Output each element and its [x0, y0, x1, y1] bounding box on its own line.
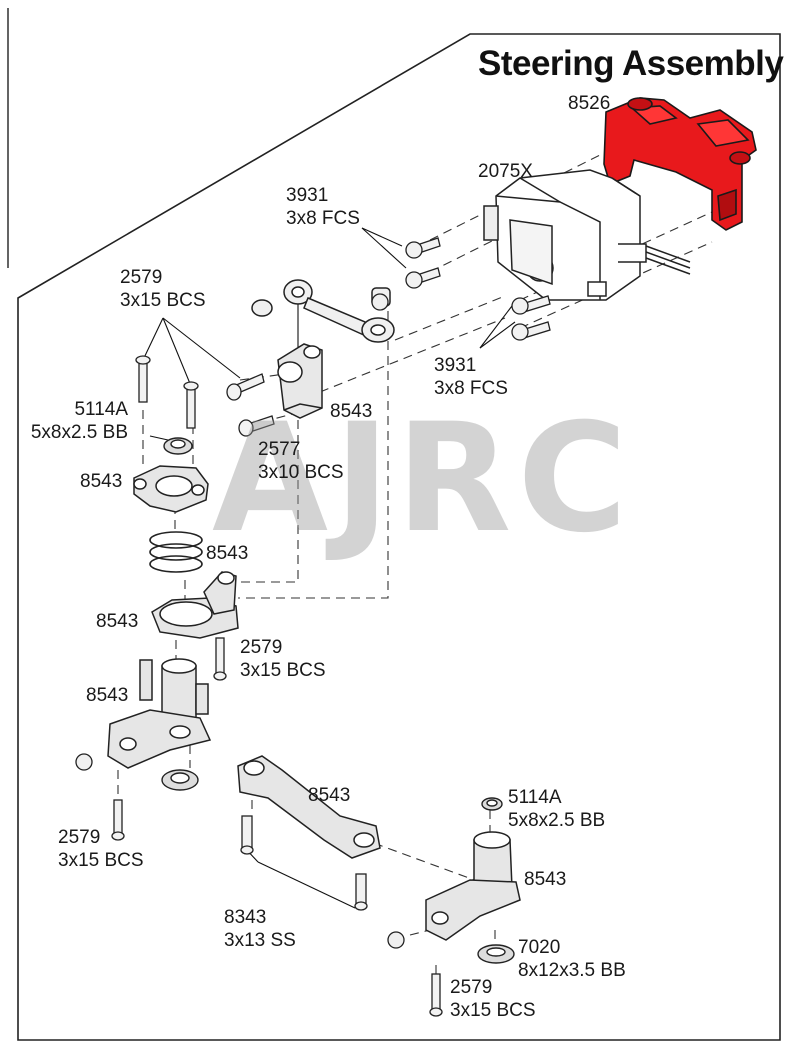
callout-8543-post: 8543: [86, 685, 129, 706]
callout-8543-right: 8543: [524, 869, 567, 890]
bellcrank-top-8543: [133, 465, 209, 513]
callout-8543-cup: 8543: [96, 611, 139, 632]
leader-lines: [142, 227, 516, 909]
callout-8543-top: 8543: [80, 471, 123, 492]
servo-saver-cup-8543: [151, 571, 239, 639]
screw-2577: [238, 415, 275, 437]
callout-8543-draglink: 8543: [308, 785, 351, 806]
watermark: AJRC: [212, 392, 634, 566]
spring-8543: [149, 531, 203, 573]
screws-3931-upper: [405, 237, 441, 289]
diagram-border: [17, 33, 781, 1041]
callout-8543-spring: 8543: [206, 543, 249, 564]
ball-studs: [75, 293, 405, 949]
callout-8543-horn: 8543: [330, 401, 373, 422]
bellcrank-right-8543: [425, 831, 521, 941]
bearing-5114a-lower: [481, 797, 503, 811]
screw-2579-lower-left: [111, 799, 125, 841]
screw-2579-lower-right: [429, 973, 443, 1017]
servo-2075x: [483, 169, 691, 301]
bearing-lower-left: [161, 769, 199, 791]
bellcrank-arm-8543: [107, 709, 212, 769]
callout-2075x: 2075X: [478, 161, 533, 182]
bearing-5114a-upper: [163, 437, 193, 455]
drag-link-8543: [237, 755, 381, 859]
callout-8526: 8526: [568, 93, 611, 114]
bearing-7020: [477, 944, 515, 964]
screw-2579-middle: [213, 637, 227, 681]
screws-2579-upper: [135, 355, 265, 429]
bellcrank-post-8543: [139, 658, 209, 723]
servo-mount-8526: [603, 97, 757, 231]
diagram-title: Steering Assembly: [478, 44, 784, 83]
screws-3931-lower: [511, 295, 551, 341]
set-screws-8343: [240, 815, 368, 911]
servo-horn: [277, 343, 323, 419]
steering-link: [251, 279, 395, 343]
